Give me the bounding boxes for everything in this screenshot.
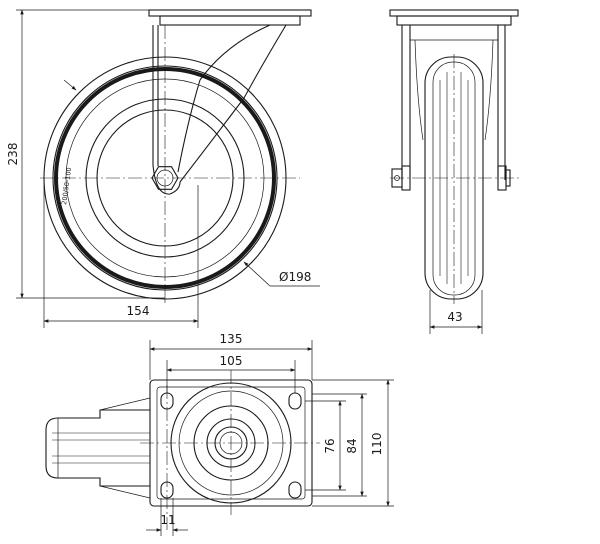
svg-text:84: 84 xyxy=(345,438,359,453)
dimension-plate-width: 110 xyxy=(312,379,394,507)
svg-text:76: 76 xyxy=(323,438,337,453)
svg-text:135: 135 xyxy=(220,332,243,346)
dimension-inner-width: 84 xyxy=(312,393,367,497)
svg-text:110: 110 xyxy=(370,433,384,456)
dimension-wheel-diameter: Ø198 xyxy=(243,261,320,287)
bottom-wheel xyxy=(45,397,151,499)
front-tread xyxy=(439,72,469,284)
side-view: 200/50-100 238 154 Ø198 xyxy=(6,9,320,328)
side-top-plate xyxy=(148,9,312,17)
swivel-bearing xyxy=(140,370,320,530)
side-fork xyxy=(152,24,287,195)
bottom-view: 135 105 76 84 110 xyxy=(45,332,394,536)
dimension-offset: 154 xyxy=(43,178,199,328)
dimension-bolt-hole: 11 xyxy=(146,498,188,536)
dimension-wheel-width: 43 xyxy=(429,290,483,334)
svg-text:154: 154 xyxy=(127,304,150,318)
svg-text:Ø198: Ø198 xyxy=(279,270,311,284)
svg-text:11: 11 xyxy=(160,513,175,527)
dimension-plate-length: 135 xyxy=(149,332,313,380)
dimension-total-height: 238 xyxy=(6,9,165,299)
dimension-hole-spacing-width: 76 xyxy=(305,400,346,491)
front-top-plate xyxy=(389,9,519,17)
front-view: 43 xyxy=(389,9,520,334)
axle-bolt xyxy=(391,165,511,191)
svg-text:238: 238 xyxy=(6,143,20,166)
dimension-hole-spacing-length: 105 xyxy=(166,354,296,393)
svg-text:105: 105 xyxy=(220,354,243,368)
svg-text:43: 43 xyxy=(447,310,462,324)
front-wheel xyxy=(390,54,520,304)
wheel-marking: 200/50-100 xyxy=(60,167,73,205)
